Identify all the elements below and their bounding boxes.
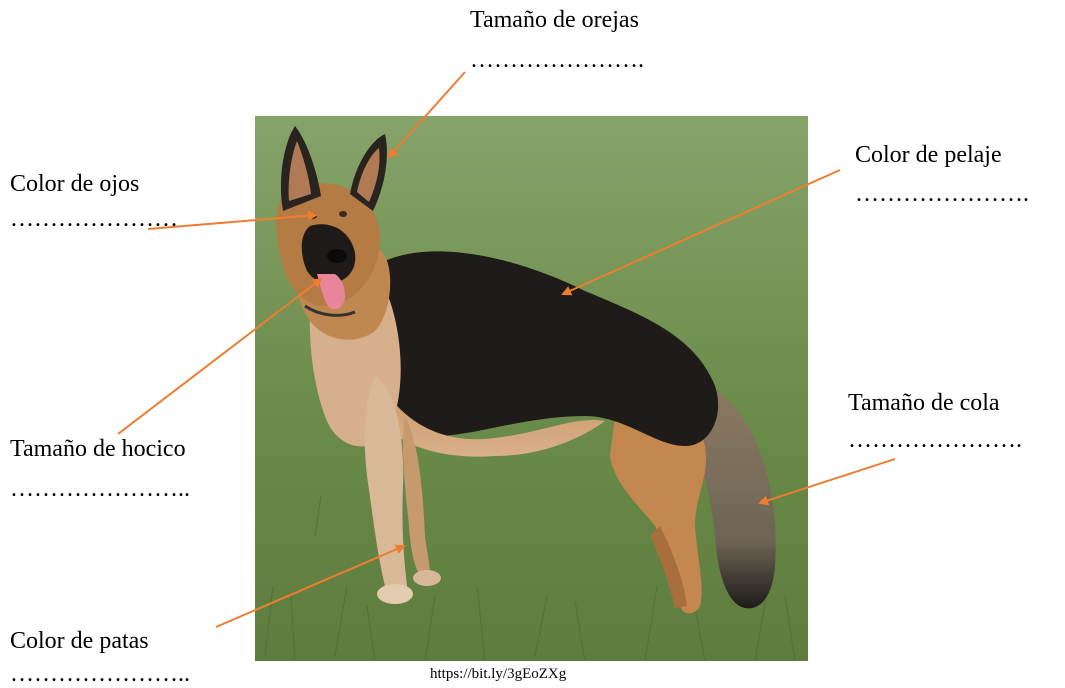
blank-tamano-orejas[interactable]: ………………….	[470, 47, 644, 73]
dog-front-leg	[364, 376, 408, 599]
dog-eye-left	[309, 213, 317, 219]
label-color-pelaje: Color de pelaje	[855, 142, 1002, 168]
dog-body	[359, 251, 719, 446]
label-tamano-cola: Tamaño de cola	[848, 390, 1000, 416]
blank-color-ojos[interactable]: …………………	[10, 206, 178, 232]
blank-tamano-cola[interactable]: ………………….	[848, 427, 1022, 453]
label-tamano-orejas: Tamaño de orejas	[470, 7, 639, 33]
image-source-link[interactable]: https://bit.ly/3gEoZXg	[430, 666, 567, 682]
label-color-ojos: Color de ojos	[10, 171, 140, 197]
blank-tamano-hocico[interactable]: …………………..	[10, 476, 190, 502]
blank-color-patas[interactable]: …………………..	[10, 661, 190, 687]
blank-color-pelaje[interactable]: ………………….	[855, 181, 1029, 207]
dog-tail	[685, 386, 776, 609]
label-color-patas: Color de patas	[10, 628, 149, 654]
dog-eye-right	[339, 211, 347, 217]
dog-photo	[255, 116, 808, 661]
label-tamano-hocico: Tamaño de hocico	[10, 436, 186, 462]
dog-tongue	[317, 274, 345, 310]
dog-nose	[327, 249, 347, 263]
dog-back-leg	[610, 406, 707, 614]
